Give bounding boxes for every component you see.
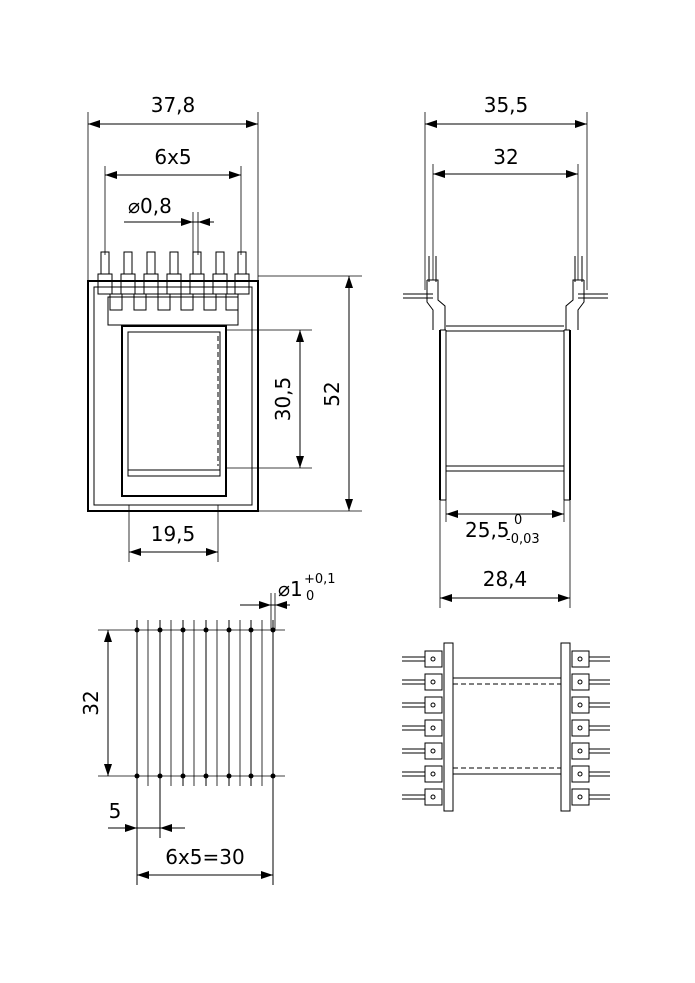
dim-pin-row-width: 32 xyxy=(493,145,518,169)
bottom-right-pins xyxy=(571,650,610,806)
dim-row-spacing: 32 xyxy=(79,690,103,715)
dim-total-pitch: 6x5=30 xyxy=(165,845,245,869)
dim-hole-diameter: ⌀1 xyxy=(278,577,303,601)
dim-window-height: 30,5 xyxy=(271,377,295,422)
bottom-left-pins xyxy=(402,650,443,806)
dim-core-width: 25,5 xyxy=(465,518,510,542)
front-view: 37,8 6x5 ⌀0,8 xyxy=(87,93,362,562)
dim-core-width-tol-lower: -0,03 xyxy=(506,532,540,547)
dim-pin-spacing: 6x5 xyxy=(154,145,191,169)
dim-window-width: 19,5 xyxy=(151,522,196,546)
right-flange xyxy=(563,256,608,501)
bobbin-outline xyxy=(87,280,259,512)
side-view: 35,5 32 xyxy=(403,93,608,608)
hole-grid xyxy=(98,620,285,885)
front-pins xyxy=(97,251,250,311)
dim-side-overall-width: 35,5 xyxy=(484,93,529,117)
holes xyxy=(134,627,276,779)
pcb-hole-layout: ⌀1 +0,1 0 xyxy=(79,572,336,885)
dim-core-width-tol-upper: 0 xyxy=(514,513,522,528)
core-window xyxy=(121,325,227,497)
dim-pitch: 5 xyxy=(109,799,122,823)
dim-pin-diameter: ⌀0,8 xyxy=(128,194,172,218)
dim-hole-tol-upper: +0,1 xyxy=(304,572,336,587)
bottom-view xyxy=(402,642,610,812)
dim-flange-width: 28,4 xyxy=(483,567,528,591)
dim-overall-height: 52 xyxy=(320,381,344,406)
dim-hole-tol-lower: 0 xyxy=(306,589,314,604)
dim-overall-width: 37,8 xyxy=(151,93,196,117)
left-flange xyxy=(403,256,447,501)
pin-header xyxy=(107,296,239,326)
